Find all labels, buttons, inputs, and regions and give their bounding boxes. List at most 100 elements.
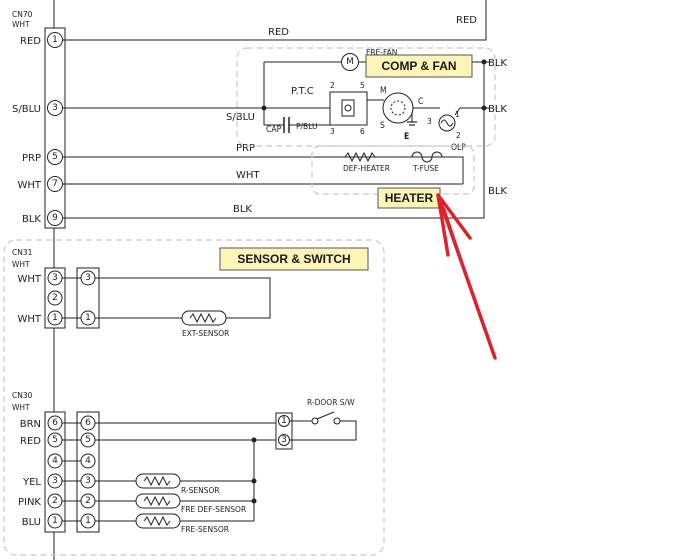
sensor-switch-frame bbox=[3, 239, 385, 556]
cn30-pin-5: RED 5 5 bbox=[20, 432, 96, 448]
cn70-wire-label: RED bbox=[20, 36, 41, 47]
heater-label-text: HEATER bbox=[385, 191, 434, 205]
cn31-wire-label: WHT bbox=[17, 274, 41, 285]
cn30-pin-1: BLU 1 1 bbox=[22, 513, 96, 529]
blk-wire bbox=[63, 62, 485, 219]
comp-fan-frame bbox=[236, 47, 496, 147]
r-sensor-label: R-SENSOR bbox=[181, 486, 220, 495]
cn30-pin-number: 5 bbox=[52, 435, 58, 445]
olp-label: OLP bbox=[451, 143, 466, 153]
cn30-mate-number: 3 bbox=[85, 476, 91, 486]
fre-def-sensor-junction bbox=[251, 498, 257, 504]
r-sensor-zigzag bbox=[143, 475, 171, 487]
olp-pin-3: 3 bbox=[427, 117, 432, 126]
cn30-mate-number: 6 bbox=[85, 418, 91, 428]
cn70-pin-1: RED 1 bbox=[20, 32, 63, 48]
cn31-pin-number: 1 bbox=[52, 313, 58, 323]
comp-fan-label-text: COMP & FAN bbox=[381, 59, 456, 73]
ptc-pin-3: 3 bbox=[330, 127, 335, 136]
r-door-pin-1: 1 bbox=[281, 416, 287, 426]
ptc-pin-5: 5 bbox=[360, 81, 365, 90]
r-sensor-junction bbox=[251, 478, 257, 484]
cn30-wire-label: PINK bbox=[18, 497, 41, 508]
fre-sensor-zigzag bbox=[143, 515, 171, 527]
cap-wire bbox=[263, 108, 284, 126]
compressor-winding-icon bbox=[390, 100, 406, 116]
cn30-pin-number: 4 bbox=[52, 456, 58, 466]
cn30-wire-label: BRN bbox=[20, 419, 41, 430]
r-door-contact-b bbox=[333, 417, 341, 425]
cn31-mate-number: 1 bbox=[85, 313, 91, 323]
ptc-label: P.T.C bbox=[291, 86, 314, 97]
comp-terminal-c: C bbox=[418, 97, 423, 107]
r-door-pin-3-circle bbox=[278, 434, 290, 446]
fre-fan-label: FRE-FAN bbox=[366, 48, 397, 57]
comp-motor-symbol: M bbox=[380, 86, 387, 96]
r-door-switch-blade bbox=[316, 411, 335, 420]
cn31-pin-2: 2 bbox=[47, 290, 63, 306]
comp-terminal-s: S bbox=[380, 121, 385, 131]
r-door-pin-1-circle bbox=[278, 415, 290, 427]
right-blk-fan-label: BLK bbox=[488, 58, 507, 69]
ptc-pin-2: 2 bbox=[330, 81, 335, 90]
red-wire-label: RED bbox=[268, 27, 289, 38]
ext-sensor-label: EXT-SENSOR bbox=[182, 329, 229, 338]
cn30-mate-number: 1 bbox=[85, 516, 91, 526]
def-heater-label: DEF-HEATER bbox=[343, 164, 390, 173]
cn70-pin-number: 3 bbox=[52, 103, 58, 113]
cn70-pin-9: BLK 9 bbox=[22, 210, 63, 226]
r-door-sw-label: R-DOOR S/W bbox=[307, 398, 355, 407]
cn30-mate-number: 4 bbox=[85, 456, 91, 466]
ground-label: E bbox=[404, 132, 409, 142]
cap-wire-label: P/BLU bbox=[296, 122, 318, 131]
s-blu-wire-label: S/BLU bbox=[226, 112, 255, 123]
right-blk-comp-label: BLK bbox=[488, 104, 507, 115]
right-blk-bottom-label: BLK bbox=[488, 186, 507, 197]
cn30-mate-number: 5 bbox=[85, 435, 91, 445]
ext-sensor-wire-a bbox=[95, 277, 271, 319]
cn70-name: CN70 bbox=[12, 10, 33, 19]
cn70-pin-number: 5 bbox=[52, 152, 58, 162]
fre-sensor-icon bbox=[135, 513, 181, 529]
cn70-color: WHT bbox=[12, 20, 30, 29]
heater-label: HEATER bbox=[377, 187, 441, 209]
cn70-pin-3: S/BLU 3 bbox=[12, 100, 63, 116]
compressor-motor bbox=[382, 92, 414, 124]
cn31-pin-number: 2 bbox=[52, 293, 58, 303]
def-heater-resistor-icon bbox=[344, 151, 376, 163]
cn70-pin-number: 7 bbox=[52, 179, 58, 189]
cn70-connector-body bbox=[44, 27, 66, 229]
r-door-contact-a bbox=[311, 417, 319, 425]
olp-pin-2: 2 bbox=[456, 131, 461, 140]
r-door-pin-3: 3 bbox=[281, 435, 287, 445]
cn31-pin-1: WHT 1 1 bbox=[17, 310, 96, 326]
heater-frame bbox=[311, 145, 475, 195]
cap-label: CAP bbox=[266, 125, 282, 135]
cn30-color: WHT bbox=[12, 403, 30, 412]
cn31-name: CN31 bbox=[12, 248, 33, 257]
cn30-pin-2: PINK 2 2 bbox=[18, 493, 96, 509]
olp-pin-1: 1 bbox=[455, 110, 460, 119]
ext-sensor-zigzag bbox=[189, 312, 217, 324]
olp-to-blk-wire bbox=[454, 107, 484, 116]
wht-wire-label: WHT bbox=[236, 170, 260, 181]
cn30-pin-number: 3 bbox=[52, 476, 58, 486]
cn70-wire-label: PRP bbox=[22, 153, 41, 164]
r-door-return-wire bbox=[290, 420, 357, 441]
ptc-pin-6: 6 bbox=[360, 127, 365, 136]
cn70-wire-label: WHT bbox=[17, 180, 41, 191]
ext-sensor-icon bbox=[181, 310, 227, 326]
right-red-label: RED bbox=[456, 15, 477, 26]
red-wire bbox=[63, 0, 487, 41]
cn70-pin-number: 9 bbox=[52, 213, 58, 223]
ptc-center-icon bbox=[344, 104, 352, 112]
cn70-wire-label: BLK bbox=[22, 214, 41, 225]
cn30-name: CN30 bbox=[12, 391, 33, 400]
cn30-pin-number: 2 bbox=[52, 496, 58, 506]
sensor-switch-label: SENSOR & SWITCH bbox=[219, 247, 369, 271]
cn30-pin-number: 6 bbox=[52, 418, 58, 428]
cn31-wire-label: WHT bbox=[17, 314, 41, 325]
cn30-wire-label: YEL bbox=[22, 477, 41, 488]
cn70-pin-5: PRP 5 bbox=[22, 149, 63, 165]
